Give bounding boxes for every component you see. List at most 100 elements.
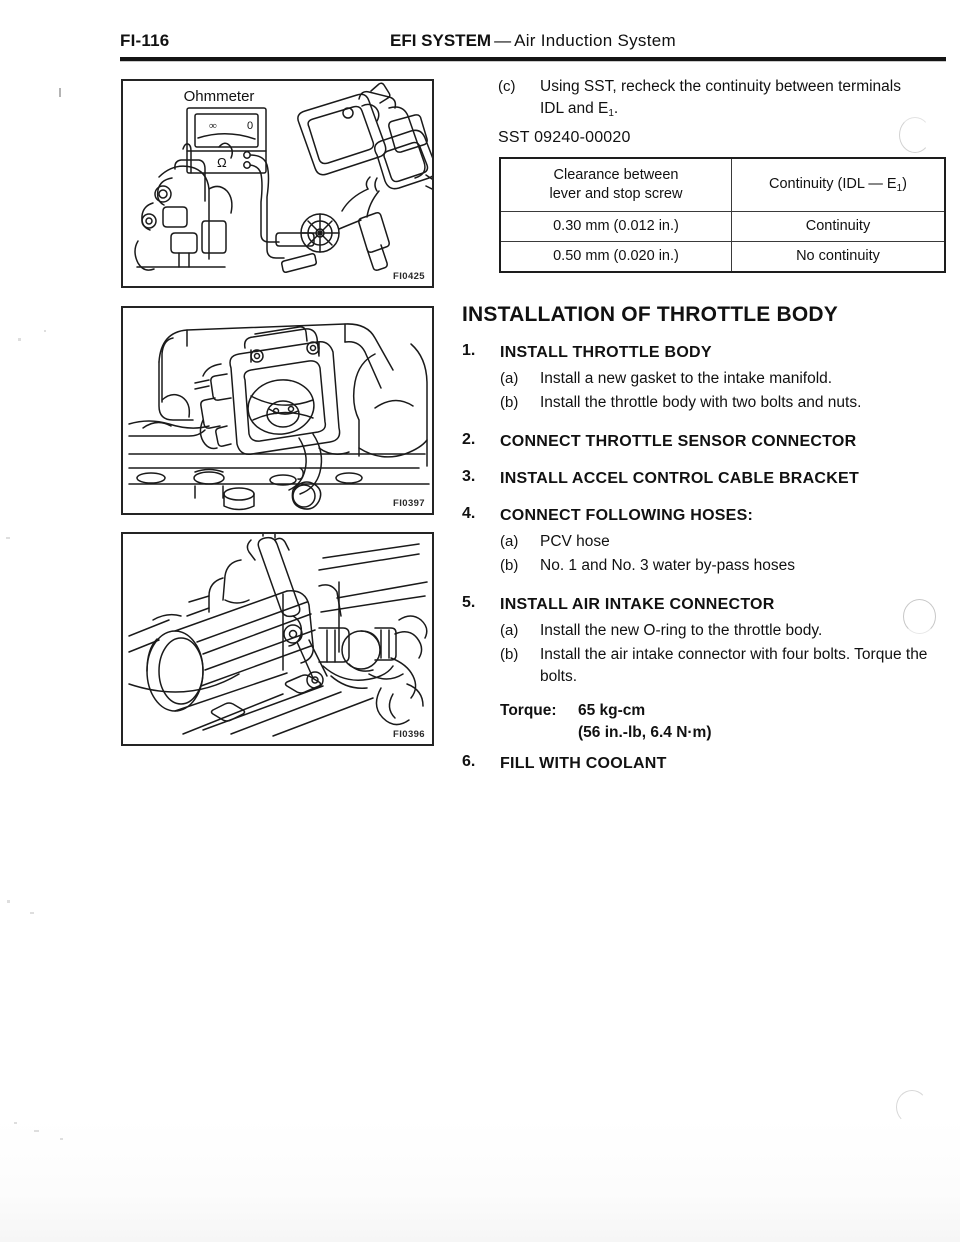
procedure-step-1: 1. INSTALL THROTTLE BODY (a) Install a n… — [462, 342, 952, 416]
procedure-step-3: 3. INSTALL ACCEL CONTROL CABLE BRACKET — [462, 468, 952, 490]
table-cell-continuity: No continuity — [730, 241, 946, 273]
figure-2-code: FI0397 — [393, 498, 425, 509]
spacer — [462, 493, 952, 505]
step-1-sub-a-label: (a) — [500, 370, 519, 387]
sst-tool-number: SST 09240-00020 — [498, 129, 631, 146]
step-4-sub-b: (b) No. 1 and No. 3 water by-pass hoses — [500, 555, 952, 577]
table-header-continuity-post: ) — [902, 176, 907, 192]
step-5-sub-a-text: Install the new O-ring to the throttle b… — [540, 622, 823, 639]
step-5-sub-b-text: Install the air intake connector with fo… — [540, 646, 928, 685]
step-c-text: Using SST, recheck the continuity betwee… — [540, 76, 946, 122]
table-header-clearance-line2: lever and stop screw — [549, 186, 683, 202]
step-c-line2-post: . — [613, 100, 619, 117]
step-1-sub-a: (a) Install a new gasket to the intake m… — [500, 368, 952, 390]
step-4-sub-b-text: No. 1 and No. 3 water by-pass hoses — [540, 557, 796, 574]
torque-label: Torque: — [500, 702, 557, 719]
torque-specification: Torque: 65 kg-cm (56 in.-lb, 6.4 N·m) — [500, 700, 952, 744]
scan-speck — [6, 537, 10, 539]
table-header-continuity-subscript: 1 — [896, 183, 903, 194]
step-4-number: 4. — [462, 505, 476, 522]
figure-1-code: FI0425 — [393, 271, 425, 282]
ohmmeter-zero-label: 0 — [247, 120, 253, 132]
step-1-number: 1. — [462, 342, 476, 359]
scan-speck — [14, 1122, 17, 1124]
spacer — [462, 456, 952, 468]
page-number: FI-116 — [120, 31, 170, 50]
header-divider-rule — [120, 57, 946, 62]
step-4-sub-a-text: PCV hose — [540, 533, 610, 550]
procedure-step-5: 5. INSTALL AIR INTAKE CONNECTOR (a) Inst… — [462, 594, 952, 690]
step-4-sub-a-label: (a) — [500, 533, 519, 550]
step-5-title: INSTALL AIR INTAKE CONNECTOR — [500, 596, 775, 613]
table-header-clearance: Clearance between lever and stop screw — [499, 157, 732, 212]
step-6-number: 6. — [462, 753, 476, 770]
step-5-sub-b: (b) Install the air intake connector wit… — [500, 644, 952, 688]
figure-3-code: FI0396 — [393, 729, 425, 740]
step-c-line2-pre: IDL and E — [540, 100, 609, 117]
figure-1-caption: Ohmmeter — [184, 88, 255, 105]
step-1-sub-b-label: (b) — [500, 394, 519, 411]
figure-ohmmeter-continuity-check: Ohmmeter ∞ 0 Ω — [121, 79, 434, 288]
step-5-sub-a: (a) Install the new O-ring to the thrott… — [500, 620, 952, 642]
scan-speck — [59, 88, 61, 97]
table-row: 0.50 mm (0.020 in.) No continuity — [499, 241, 946, 273]
page-title: EFI SYSTEM—Air Induction System — [120, 31, 946, 51]
step-1-subitems: (a) Install a new gasket to the intake m… — [500, 368, 952, 414]
step-4-title: CONNECT FOLLOWING HOSES: — [500, 507, 754, 524]
installation-procedure: INSTALLATION OF THROTTLE BODY 1. INSTALL… — [462, 303, 952, 778]
torque-value-metric: 65 kg-cm — [578, 702, 646, 719]
scan-speck — [44, 330, 46, 332]
table-cell-continuity: Continuity — [730, 211, 946, 242]
procedure-step-4: 4. CONNECT FOLLOWING HOSES: (a) PCV hose… — [462, 505, 952, 579]
figure-1-illustration: Ohmmeter ∞ 0 Ω — [134, 82, 432, 273]
figure-air-intake-connector: FI0396 — [121, 532, 434, 746]
table-cell-clearance: 0.50 mm (0.020 in.) — [499, 241, 732, 273]
step-c-line2-subscript: 1 — [608, 108, 614, 119]
torque-primary-row: Torque: 65 kg-cm — [500, 700, 952, 722]
step-c-line1: Using SST, recheck the continuity betwee… — [540, 78, 901, 95]
ohmmeter-ohm-symbol: Ω — [217, 155, 227, 170]
continuity-spec-table: Clearance between lever and stop screw C… — [499, 157, 946, 273]
step-5-sub-a-label: (a) — [500, 622, 519, 639]
page-header: FI-116 EFI SYSTEM—Air Induction System — [120, 31, 946, 57]
step-1-sub-b: (b) Install the throttle body with two b… — [500, 392, 952, 414]
spacer — [462, 419, 952, 431]
table-row: 0.30 mm (0.012 in.) Continuity — [499, 211, 946, 242]
step-5-subitems: (a) Install the new O-ring to the thrott… — [500, 620, 952, 688]
step-3-number: 3. — [462, 468, 476, 485]
procedure-step-6: 6. FILL WITH COOLANT — [462, 753, 952, 775]
step-c-item: (c) Using SST, recheck the continuity be… — [498, 76, 946, 122]
step-c-label: (c) — [498, 78, 516, 95]
scan-speck — [34, 1130, 39, 1132]
step-1-title: INSTALL THROTTLE BODY — [500, 344, 712, 361]
step-5-number: 5. — [462, 594, 476, 611]
scan-speck — [7, 900, 10, 903]
table-header-row: Clearance between lever and stop screw C… — [499, 157, 946, 212]
scan-speck — [60, 1138, 63, 1140]
scan-speck — [18, 338, 21, 341]
figure-2-illustration — [128, 323, 430, 511]
step-4-subitems: (a) PCV hose (b) No. 1 and No. 3 water b… — [500, 531, 952, 577]
spacer — [462, 582, 952, 594]
step-2-title: CONNECT THROTTLE SENSOR CONNECTOR — [500, 433, 857, 450]
step-6-title: FILL WITH COOLANT — [500, 755, 667, 772]
right-column-top: (c) Using SST, recheck the continuity be… — [462, 76, 946, 150]
scan-speck — [30, 912, 34, 914]
header-dash: — — [494, 31, 512, 50]
step-4-sub-b-label: (b) — [500, 557, 519, 574]
procedure-step-2: 2. CONNECT THROTTLE SENSOR CONNECTOR — [462, 431, 952, 453]
scan-artifact-circle — [896, 1090, 928, 1124]
step-1-sub-a-text: Install a new gasket to the intake manif… — [540, 370, 833, 387]
step-3-title: INSTALL ACCEL CONTROL CABLE BRACKET — [500, 470, 859, 487]
spacer — [462, 744, 952, 753]
section-heading: INSTALLATION OF THROTTLE BODY — [462, 303, 838, 326]
header-subsection-name: Air Induction System — [514, 31, 676, 50]
table-cell-clearance: 0.30 mm (0.012 in.) — [499, 211, 732, 242]
step-2-number: 2. — [462, 431, 476, 448]
torque-value-alt: (56 in.-lb, 6.4 N·m) — [578, 724, 712, 741]
figure-throttle-body-installed: FI0397 — [121, 306, 434, 515]
table-header-continuity-pre: Continuity (IDL — E — [768, 176, 897, 192]
table-header-clearance-line1: Clearance between — [553, 167, 679, 183]
step-1-sub-b-text: Install the throttle body with two bolts… — [540, 394, 862, 411]
